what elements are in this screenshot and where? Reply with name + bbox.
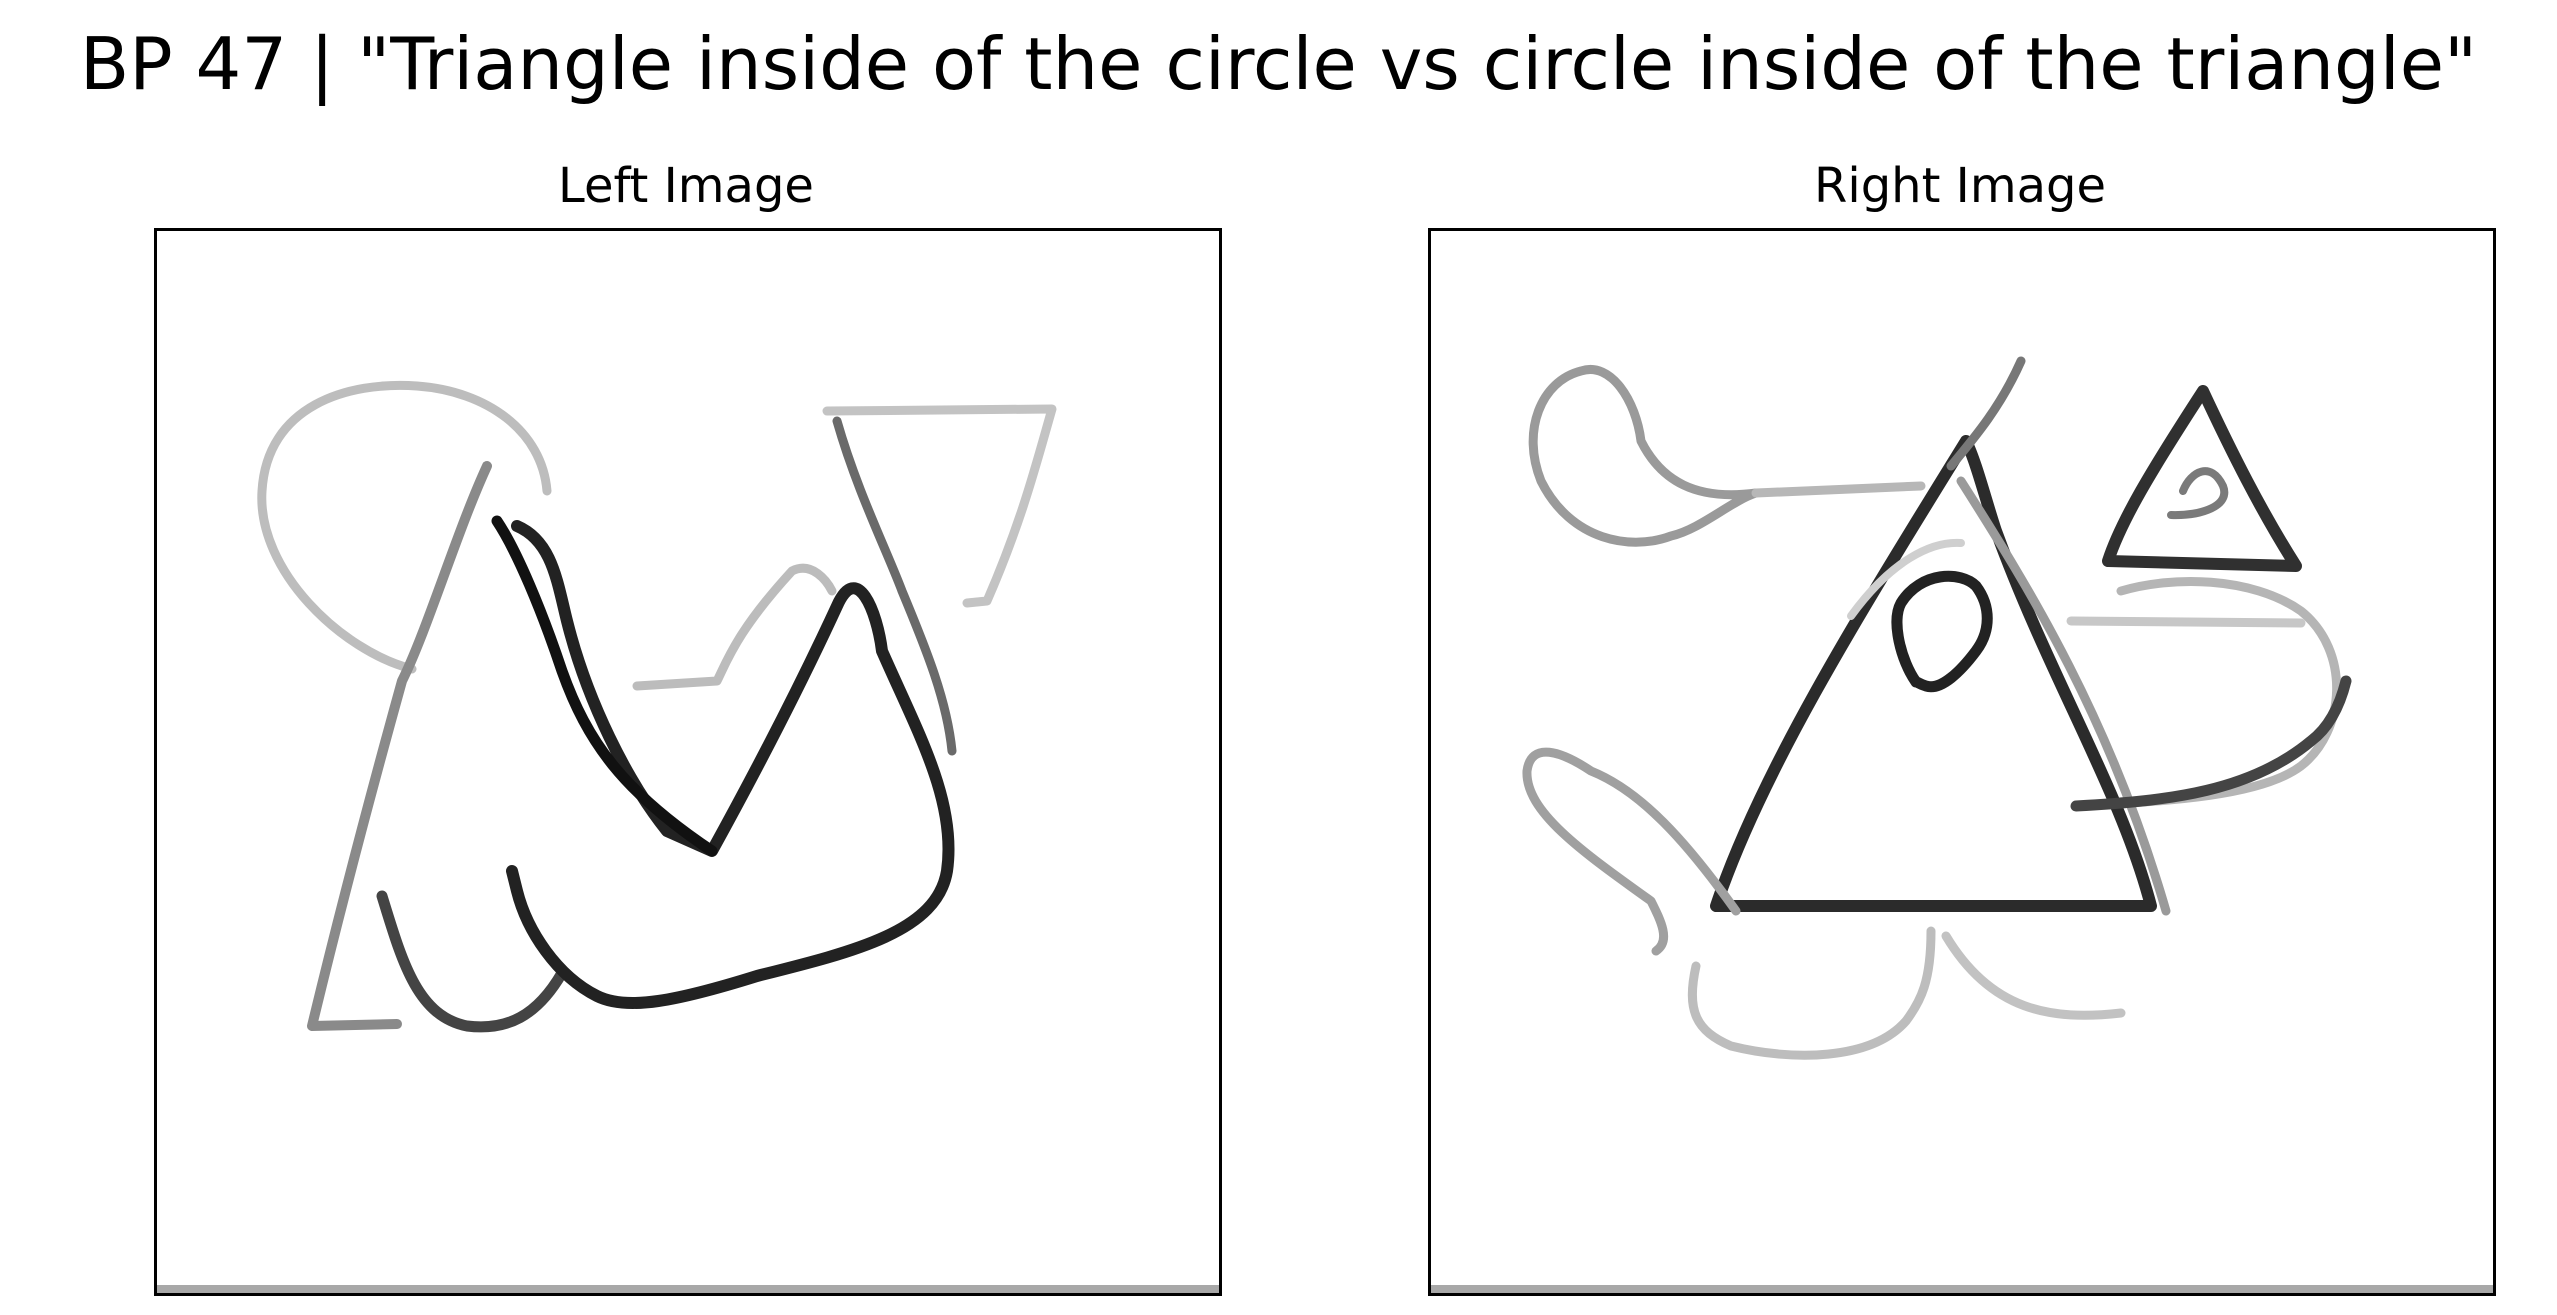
- left-image-title: Left Image: [558, 158, 814, 214]
- right-small-triangle-inner-loop-shape: [2167, 467, 2229, 520]
- left-image-drawing: [257, 380, 1057, 1033]
- right-big-triangle-outer-edge-shape: [1956, 476, 2171, 916]
- left-upper-triangle-shape: [822, 404, 1057, 608]
- left-dark-curve-inner-shape: [491, 515, 718, 857]
- right-image-drawing: [1522, 356, 2352, 1060]
- right-small-triangle-base-shape: [2066, 616, 2306, 628]
- figure-title: BP 47 | "Triangle inside of the circle v…: [79, 22, 2478, 106]
- left-small-loop-shape: [376, 890, 568, 1033]
- right-top-left-blob-shape: [1528, 364, 1761, 547]
- left-zigzag-shape: [632, 564, 837, 691]
- left-image-bottom-strip: [157, 1285, 1219, 1293]
- right-inner-arc-shape: [1847, 538, 1965, 620]
- right-image-panel: [1428, 228, 2496, 1296]
- left-large-triangle-shape: [307, 461, 492, 1031]
- right-upward-line-shape: [1946, 356, 2026, 471]
- right-bottom-curve-shape: [1941, 931, 2126, 1020]
- right-connector-line-shape: [1751, 481, 1926, 498]
- left-image-panel: [154, 228, 1222, 1296]
- right-bottom-loop-shape: [1687, 926, 1936, 1060]
- right-inner-circle-shape: [1891, 570, 1993, 693]
- right-image-bottom-strip: [1431, 1285, 2493, 1293]
- right-big-triangle-shape: [1710, 435, 2157, 912]
- right-small-triangle-shape: [2102, 385, 2302, 572]
- left-upper-triangle-edge-shape: [832, 416, 957, 756]
- left-circle-shape: [257, 380, 552, 674]
- left-dark-curve-shape: [506, 520, 955, 1010]
- right-left-loop-shape: [1522, 747, 1741, 956]
- right-image-title: Right Image: [1814, 158, 2106, 214]
- right-large-circle-dark-shape: [2070, 675, 2352, 812]
